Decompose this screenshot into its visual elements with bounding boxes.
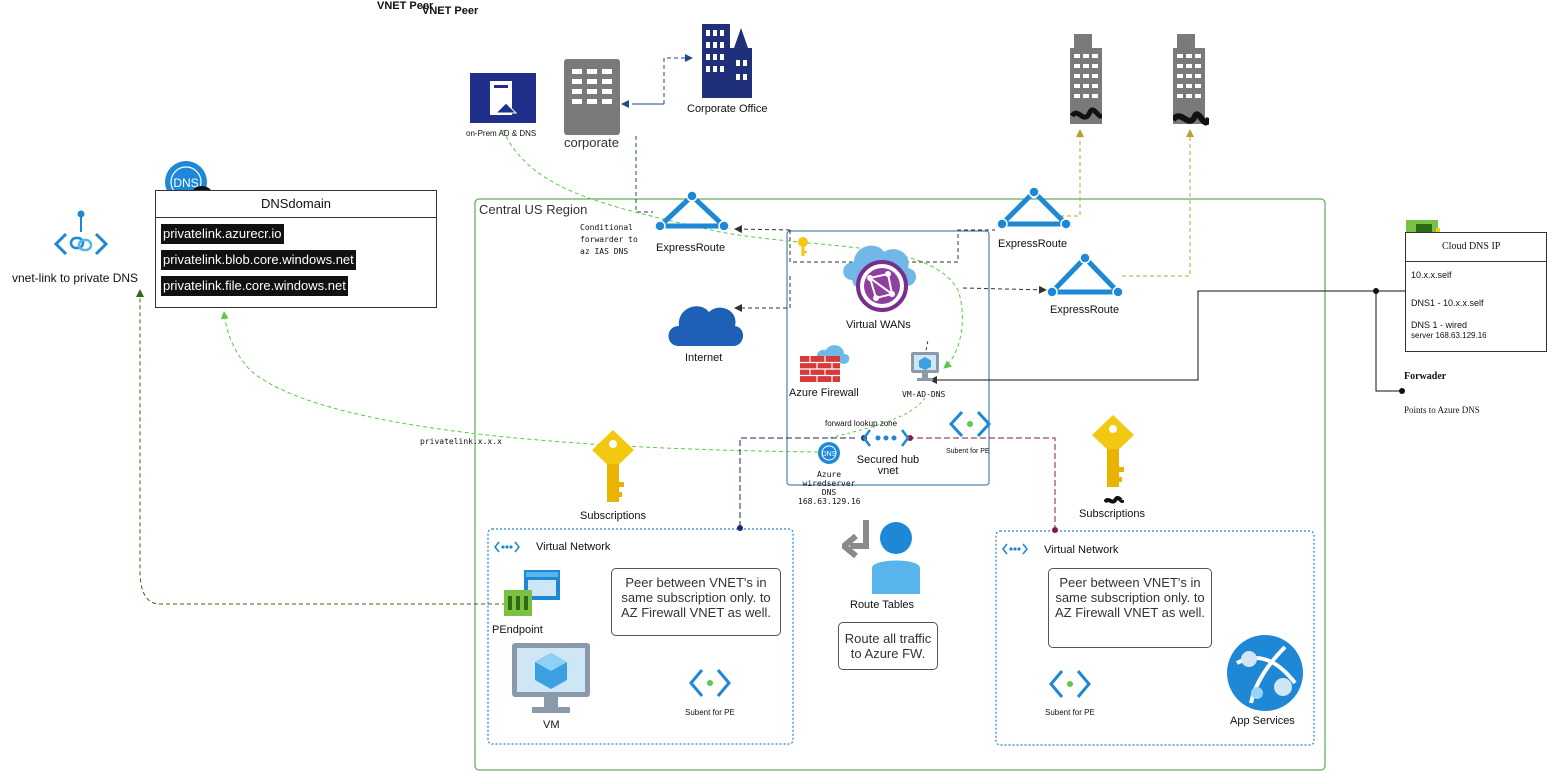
pendpoint-label: PEndpoint (492, 624, 543, 636)
subscriptions-left-label: Subscriptions (580, 510, 647, 522)
vnet-left-icon (494, 541, 520, 553)
vnet-peer-label-1: VNET Peer (377, 0, 434, 12)
cloud-dns-row: DNS 1 - wired (1411, 320, 1468, 330)
subnet-right-label: Subent for PE (1045, 708, 1095, 717)
remote-building-1-icon[interactable] (1070, 34, 1102, 124)
expressroute-right-top-icon[interactable] (994, 186, 1074, 232)
cloud-dns-title: Cloud DNS IP (1406, 233, 1546, 262)
forwader-label: Forwader (1404, 371, 1447, 382)
corporate-label: corporate (564, 135, 619, 150)
private-dns-zone-box[interactable]: DNSdomain privatelink.azurecr.io private… (155, 190, 437, 308)
subnet-left-label: Subent for PE (685, 708, 735, 717)
pendpoint-icon[interactable] (504, 570, 562, 618)
key-small-icon (798, 237, 808, 256)
secured-hub-vnet-icon[interactable] (862, 428, 910, 448)
privatelink-xxx-label: privatelink.x.x.x (420, 437, 502, 446)
internet-label: Internet (685, 352, 723, 364)
subnet-hub-icon[interactable] (948, 409, 992, 439)
cloud-dns-row: DNS1 - 10.x.x.self (1411, 298, 1484, 308)
expressroute-right-bottom-label: ExpressRoute (1050, 304, 1120, 316)
azure-firewall-label: Azure Firewall (789, 387, 859, 399)
on-prem-ad-dns-icon[interactable] (470, 73, 536, 123)
dns-zone-entry[interactable]: privatelink.blob.core.windows.net (161, 250, 356, 270)
cloud-dns-row: 10.x.x.self (1411, 270, 1452, 280)
internet-cloud-icon[interactable] (665, 298, 745, 348)
expressroute-left-label: ExpressRoute (656, 242, 726, 254)
central-us-region-border (474, 198, 1326, 771)
vm-label: VM (543, 719, 560, 731)
dns-zone-entry[interactable]: privatelink.azurecr.io (161, 224, 284, 244)
route-all-traffic-note: Route all traffic to Azure FW. (838, 622, 938, 670)
azure-dns-icon[interactable]: DNS (817, 441, 841, 465)
vm-ad-dns-label: VM-AD-DNS (902, 390, 946, 399)
virtual-wans-label: Virtual WANs (846, 319, 911, 331)
virtual-network-left-label: Virtual Network (536, 541, 611, 553)
vm-ad-dns-icon[interactable] (910, 352, 940, 382)
dns-zone-title: DNSdomain (156, 191, 436, 218)
vnet-right-icon (1002, 543, 1028, 555)
expressroute-right-bottom-icon[interactable] (1044, 252, 1126, 300)
virtual-network-right-label: Virtual Network (1044, 544, 1119, 556)
corporate-building-icon[interactable] (564, 59, 620, 135)
subscriptions-left-key-icon[interactable] (588, 428, 638, 506)
subnet-hub-label: Subent for PE (946, 448, 990, 455)
dns-zone-entry[interactable]: privatelink.file.core.windows.net (161, 276, 348, 296)
subnet-right-icon[interactable] (1048, 668, 1092, 700)
expressroute-right-top-label: ExpressRoute (998, 238, 1068, 250)
app-services-label: App Services (1230, 715, 1295, 727)
route-tables-icon[interactable] (842, 518, 924, 596)
cloud-dns-ip-box[interactable]: Cloud DNS IP 10.x.x.self DNS1 - 10.x.x.s… (1405, 232, 1547, 352)
vnet-peer-label-2: VNET Peer (422, 5, 479, 17)
subnet-left-icon[interactable] (688, 667, 732, 699)
on-prem-ad-dns-label: on-Prem AD & DNS (466, 129, 537, 138)
conditional-forwarder-label: Conditional forwarder to az IAS DNS (580, 223, 638, 256)
vnet-link-icon[interactable] (54, 210, 108, 260)
subscriptions-right-key-icon[interactable] (1088, 413, 1138, 491)
vm-icon[interactable] (512, 643, 590, 715)
peer-note-left: Peer between VNET's in same subscription… (611, 568, 781, 636)
svg-text:DNS: DNS (173, 176, 198, 190)
corporate-office-label: Corporate Office (687, 103, 768, 115)
peer-note-right: Peer between VNET's in same subscription… (1048, 568, 1212, 648)
virtual-wan-container (786, 230, 990, 486)
points-to-azure-dns-label: Points to Azure DNS (1404, 405, 1480, 415)
app-services-icon[interactable] (1225, 633, 1305, 713)
forward-lookup-zone-label: forward lookup zone (825, 419, 898, 428)
expressroute-left-icon[interactable] (652, 190, 732, 234)
azure-firewall-icon[interactable] (800, 342, 850, 382)
secured-hub-vnet-label: Secured hub vnet (856, 454, 920, 477)
redaction-scribble-icon (1104, 496, 1124, 504)
subscriptions-right-label: Subscriptions (1079, 508, 1146, 520)
cloud-dns-row: server 168.63.129.16 (1411, 331, 1487, 340)
route-tables-label: Route Tables (850, 599, 915, 611)
azure-wireserver-dns-label: Azure wiredserver DNS 168.63.129.16 (798, 470, 861, 506)
central-us-region-label: Central US Region (479, 202, 588, 217)
vnet-link-label: vnet-link to private DNS (12, 271, 139, 285)
svg-text:DNS: DNS (822, 451, 837, 458)
virtual-wan-icon[interactable] (838, 236, 920, 316)
remote-building-2-icon[interactable] (1173, 34, 1209, 134)
vnet-left-border (487, 528, 794, 745)
corporate-office-icon[interactable] (700, 20, 754, 98)
